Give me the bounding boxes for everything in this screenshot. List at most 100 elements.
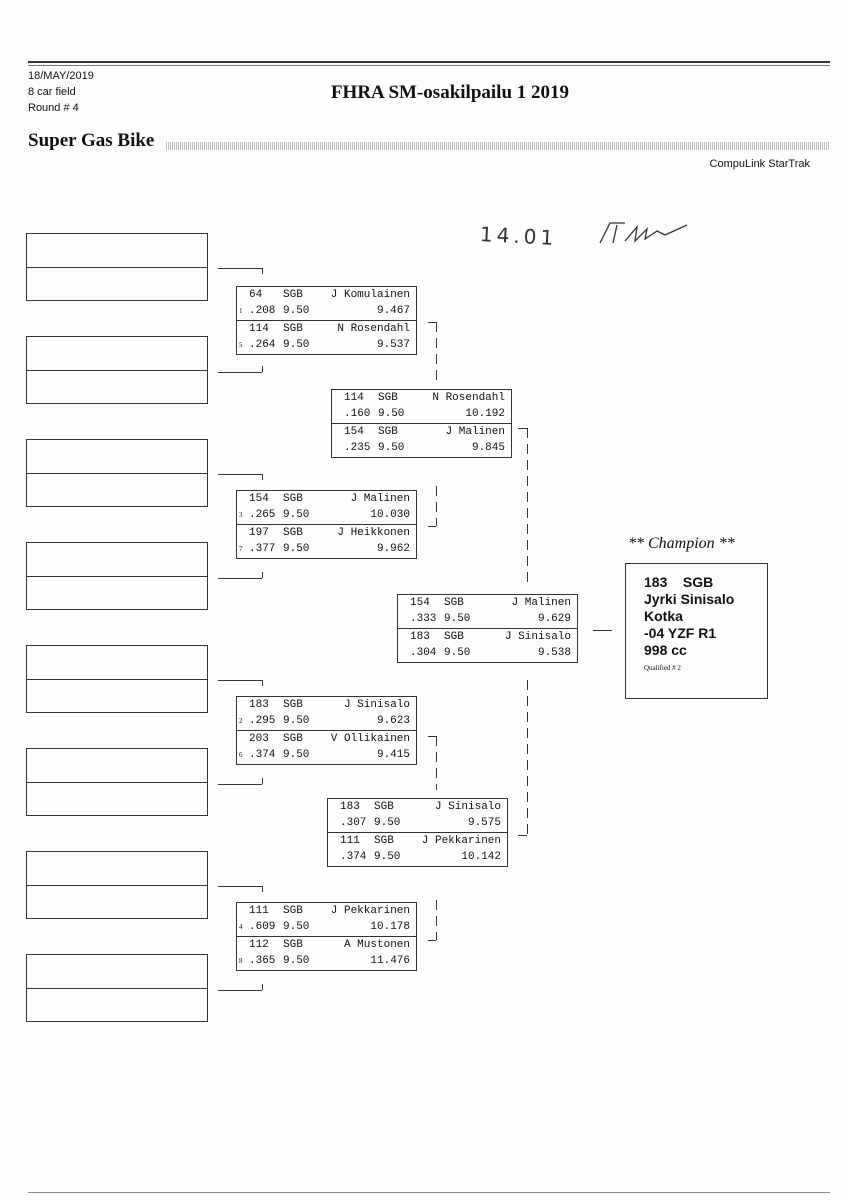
- car-class: SGB: [283, 323, 303, 335]
- car-number: 111: [340, 835, 360, 847]
- car-number: 183: [249, 699, 269, 711]
- connector-line: [218, 268, 262, 269]
- round-number: Round # 4: [28, 102, 79, 114]
- empty-slot-box: [26, 439, 208, 507]
- empty-slot-box: [26, 645, 208, 713]
- handwritten-date: 14.01: [479, 221, 558, 251]
- lane-seed: 1: [239, 307, 243, 315]
- lane-seed: 3: [239, 511, 243, 519]
- driver-name: N Rosendahl: [432, 392, 505, 404]
- connector-line: [262, 680, 263, 686]
- spacer: [332, 390, 344, 406]
- elapsed-time: 10.192: [465, 408, 505, 420]
- elapsed-time: 11.476: [370, 955, 410, 967]
- lane-seed: [328, 849, 340, 865]
- car-class: SGB: [283, 527, 303, 539]
- car-number: 112: [249, 939, 269, 951]
- champion-box: 183 SGB Jyrki Sinisalo Kotka -04 YZF R1 …: [625, 563, 768, 699]
- driver-name: J Pekkarinen: [421, 835, 501, 847]
- connector-line: [262, 778, 263, 784]
- car-class: SGB: [378, 392, 398, 404]
- dial-in: 9.50: [283, 749, 310, 761]
- car-class: SGB: [444, 631, 464, 643]
- car-class: SGB: [283, 733, 303, 745]
- lane-seed: 5: [239, 341, 243, 349]
- connector-line: [262, 984, 263, 990]
- car-number: 183: [340, 801, 360, 813]
- reaction-time: .295: [249, 715, 276, 727]
- lane-seed: 8: [239, 957, 243, 965]
- reaction-time: .609: [249, 921, 276, 933]
- driver-name: J Malinen: [511, 597, 571, 609]
- car-class: SGB: [283, 493, 303, 505]
- connector-line: [428, 736, 436, 737]
- dial-in: 9.50: [283, 339, 310, 351]
- elapsed-time: 9.537: [376, 339, 410, 351]
- car-number: 154: [344, 426, 364, 438]
- driver-name: V Ollikainen: [330, 733, 410, 745]
- champion-engine: 998 cc: [644, 642, 687, 658]
- elapsed-time: 9.415: [376, 749, 410, 761]
- connector-line: [262, 474, 263, 480]
- connector-line: [218, 990, 262, 991]
- car-class: SGB: [444, 597, 464, 609]
- elapsed-time: 9.629: [537, 613, 571, 625]
- connector-line: [262, 268, 263, 274]
- lane-seed: 7: [239, 545, 243, 553]
- spacer: [237, 491, 249, 507]
- reaction-time: .365: [249, 955, 276, 967]
- connector-line: [527, 428, 528, 588]
- spacer: [332, 424, 344, 440]
- driver-name: N Rosendahl: [337, 323, 410, 335]
- lane-seed: [332, 406, 344, 422]
- empty-slot-box: [26, 542, 208, 610]
- connector-line: [218, 886, 262, 887]
- driver-name: J Malinen: [350, 493, 410, 505]
- dial-in: 9.50: [283, 955, 310, 967]
- dial-in: 9.50: [283, 543, 310, 555]
- connector-line: [527, 680, 528, 835]
- car-class: SGB: [283, 905, 303, 917]
- connector-line: [518, 428, 527, 429]
- reaction-time: .160: [344, 408, 371, 420]
- elapsed-time: 9.467: [376, 305, 410, 317]
- top-rule: [28, 61, 830, 63]
- reaction-time: .374: [340, 851, 367, 863]
- connector-line: [593, 630, 612, 631]
- dial-in: 9.50: [283, 715, 310, 727]
- spacer: [328, 799, 340, 815]
- driver-name: J Sinisalo: [434, 801, 501, 813]
- connector-line: [262, 366, 263, 372]
- car-number: 154: [249, 493, 269, 505]
- car-number: 154: [410, 597, 430, 609]
- connector-line: [428, 940, 436, 941]
- spacer: [398, 629, 410, 645]
- car-class: SGB: [374, 835, 394, 847]
- driver-name: J Malinen: [445, 426, 505, 438]
- elapsed-time: 9.845: [471, 442, 505, 454]
- reaction-time: .235: [344, 442, 371, 454]
- elapsed-time: 10.178: [370, 921, 410, 933]
- connector-line: [428, 526, 436, 527]
- champion-car-class: 183 SGB: [644, 574, 714, 590]
- bottom-rule: [28, 1192, 830, 1193]
- spacer: [398, 595, 410, 611]
- champion-heading: ** Champion **: [628, 535, 735, 552]
- spacer: [237, 525, 249, 541]
- reaction-time: .307: [340, 817, 367, 829]
- champion-vehicle: -04 YZF R1: [644, 625, 717, 641]
